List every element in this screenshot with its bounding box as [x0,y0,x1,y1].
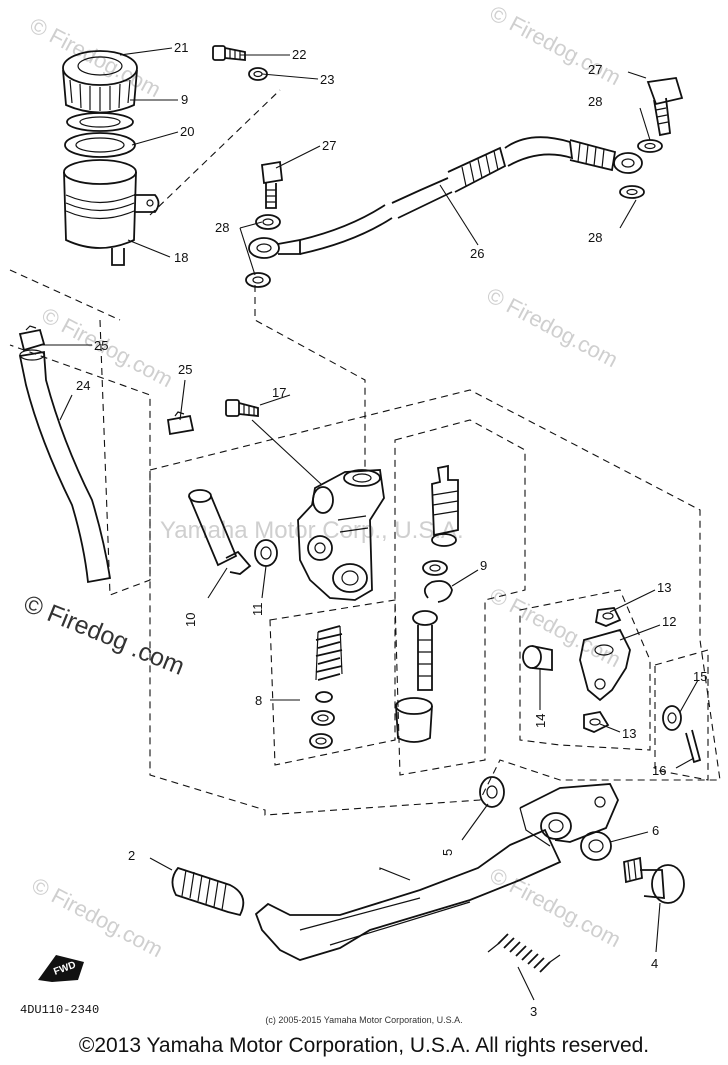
piston-group-outline [394,419,526,776]
union-bolt-27-right [646,76,684,137]
callout-18: 18 [174,250,188,265]
outer-assembly-outline [149,389,721,816]
callout-4: 4 [651,956,658,971]
washer-28-upper-left [255,214,281,230]
reservoir-body [63,159,160,266]
watermark-large-line1: © Firedog [20,590,133,657]
callout-16: 16 [652,763,666,778]
callout-17: 17 [272,385,286,400]
callout-10: 10 [183,613,198,627]
pivot-group-outline [519,589,651,751]
washer-6 [580,831,612,861]
push-rod [412,610,438,691]
callout-12: 12 [662,614,676,629]
callout-2: 2 [128,848,135,863]
callout-23: 23 [320,72,334,87]
reservoir-diaphragm [66,112,134,132]
piston-assembly [431,464,459,547]
watermark-mid-right: © Firedog.com [483,282,622,372]
hose-joint-10 [188,489,252,575]
callout-28-left: 28 [215,220,229,235]
piston-cup [309,733,333,749]
callout-14: 14 [533,714,548,728]
callout-15: 15 [693,669,707,684]
reservoir-hose-24 [18,349,112,584]
nut-13-upper [594,607,622,627]
watermark-bottom-right: © Firedog.com [486,862,625,952]
washer-28-upper-right [637,139,663,153]
callout-22: 22 [292,47,306,62]
watermark-top-right: © Firedog.com [486,0,625,90]
brake-pedal [254,828,562,961]
callout-6: 6 [652,823,659,838]
callout-25-lower: 25 [178,362,192,377]
cotter-pin-16 [685,729,702,764]
nut-13-lower [583,711,610,733]
hose-clip-25-upper [18,325,46,352]
dust-boot [395,697,433,743]
clevis-12 [579,628,631,702]
boot-cup [422,560,448,576]
master-cylinder-body [297,469,385,601]
washer-28-lower-left [245,272,271,288]
clevis-pin-14 [522,645,553,671]
return-spring-8 [315,625,343,681]
watermark-lower-right: © Firedog.com [486,582,625,672]
fineprint-copyright: (c) 2005-2015 Yamaha Motor Corporation, … [265,1015,463,1025]
watermark-bottom-left: © Firedog.com [28,872,167,962]
reservoir-plate [64,132,136,158]
cylinder-link-line [254,285,366,470]
watermark-large-line2: .com [128,635,189,681]
spring-seat-small [315,691,333,703]
leader-lines [40,47,699,1001]
callout-13-upper: 13 [657,580,671,595]
union-bolt-22 [212,45,246,61]
drawing-code: 4DU110-2340 [20,1003,100,1017]
cup-seal [311,710,335,726]
pivot-shaft-4 [623,856,685,904]
hose-group-outline [9,269,151,596]
dashed-group-outlines [9,89,721,816]
screw-17 [225,399,259,417]
washer-28-lower-right [619,185,645,199]
forward-arrow: FWD [38,955,84,982]
callout-11: 11 [250,603,265,617]
callout-9-lower: 9 [480,558,487,573]
circlip-9 [423,580,453,603]
washer-5 [479,776,505,808]
washer-15 [662,705,682,731]
union-bolt-27-left [261,160,283,209]
hose-clip-25-lower [166,411,195,436]
callout-27-left: 27 [322,138,336,153]
callout-13-lower: 13 [622,726,636,741]
return-spring-3 [487,933,561,973]
callout-5: 5 [440,849,455,856]
callout-3: 3 [530,1004,537,1019]
spring-group-outline [269,599,396,766]
foot-rubber-2 [171,866,245,917]
pin-group-outline [654,649,709,781]
callout-21: 21 [174,40,188,55]
pedal-bracket [519,783,619,847]
callout-27-right: 27 [588,62,602,77]
reservoir-link-line [149,89,281,216]
callout-28-upper-right: 28 [588,94,602,109]
callout-labels: 21 22 23 9 20 18 27 28 28 26 27 28 28 25… [76,40,707,1019]
callout-20: 20 [180,124,194,139]
brake-hose-26 [299,136,643,255]
callout-28-lower-right: 28 [588,230,602,245]
callout-9-upper: 9 [181,92,188,107]
callout-24: 24 [76,378,90,393]
callout-26: 26 [470,246,484,261]
copyright-footer: ©2013 Yamaha Motor Corporation, U.S.A. A… [78,1034,650,1057]
callout-25-upper: 25 [94,338,108,353]
callout-8: 8 [255,693,262,708]
hose-banjo-left [248,237,301,259]
